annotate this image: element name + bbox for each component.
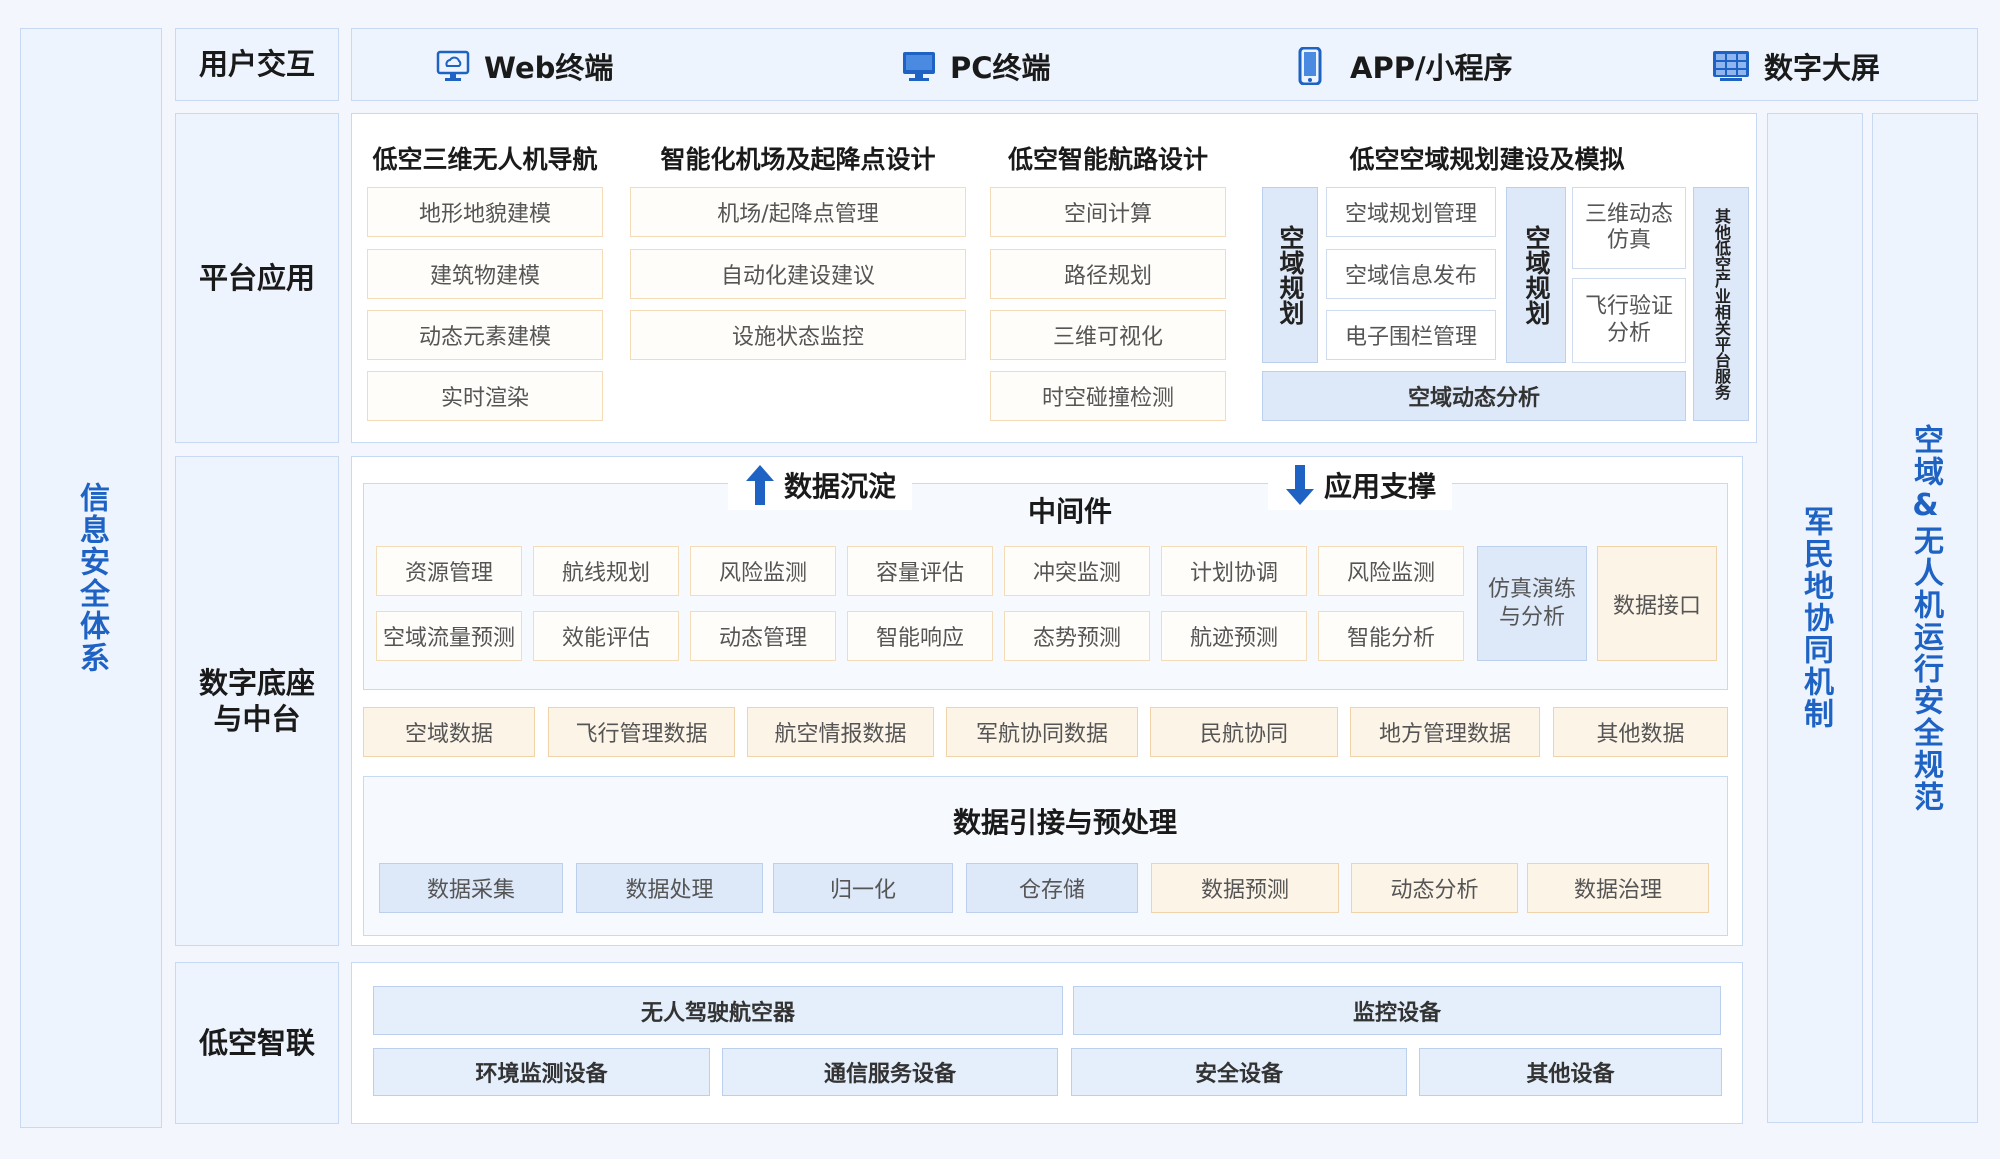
middleware-item[interactable]: 态势预测 <box>1004 611 1150 661</box>
platform-airport-item[interactable]: 设施状态监控 <box>630 310 966 360</box>
terminals-bar: Web终端 PC终端 APP/小程序 数字大屏 <box>351 28 1978 101</box>
middleware-item[interactable]: 计划协调 <box>1161 546 1307 596</box>
airspace-item[interactable]: 电子围栏管理 <box>1326 310 1496 360</box>
ingest-title: 数据引接与预处理 <box>952 806 1177 839</box>
iot-device-item[interactable]: 其他设备 <box>1419 1048 1722 1096</box>
terminal-pc-label: PC终端 <box>950 50 1051 85</box>
middleware-item[interactable]: 风险监测 <box>690 546 836 596</box>
data-source-item[interactable]: 航空情报数据 <box>747 707 934 757</box>
iot-label-box: 低空智联 <box>175 962 339 1124</box>
desktop-icon <box>902 49 936 83</box>
collab-mechanism-column: 军民地协同机制 <box>1767 113 1863 1123</box>
middleware-item[interactable]: 动态管理 <box>690 611 836 661</box>
platform-group-airspace-title: 低空空域规划建设及模拟 <box>1349 145 1625 174</box>
terminal-bigscreen-label: 数字大屏 <box>1764 50 1881 85</box>
middleware-item[interactable]: 效能评估 <box>533 611 679 661</box>
ingest-item[interactable]: 数据采集 <box>379 863 563 913</box>
iot-device-item[interactable]: 无人驾驶航空器 <box>373 986 1063 1035</box>
data-source-item[interactable]: 飞行管理数据 <box>548 707 735 757</box>
iot-device-item[interactable]: 通信服务设备 <box>722 1048 1058 1096</box>
ingest-item[interactable]: 动态分析 <box>1351 863 1518 913</box>
iot-device-item[interactable]: 监控设备 <box>1073 986 1721 1035</box>
platform-route-item[interactable]: 路径规划 <box>990 249 1226 299</box>
data-interface-item[interactable]: 数据接口 <box>1597 546 1717 661</box>
platform-airport-item[interactable]: 自动化建设建议 <box>630 249 966 299</box>
ingest-item[interactable]: 归一化 <box>773 863 953 913</box>
terminal-app[interactable]: APP/小程序 <box>1298 29 1513 102</box>
data-source-item[interactable]: 地方管理数据 <box>1350 707 1540 757</box>
screen-grid-icon <box>1712 50 1750 82</box>
monitor-cloud-icon <box>436 49 470 83</box>
platform-route-item[interactable]: 空间计算 <box>990 187 1226 237</box>
digital-label-box: 数字底座与中台 <box>175 456 339 946</box>
airspace-sim-item[interactable]: 三维动态仿真 <box>1572 187 1686 269</box>
platform-nav-item[interactable]: 动态元素建模 <box>367 310 603 360</box>
data-source-item[interactable]: 民航协同 <box>1150 707 1338 757</box>
other-platform-services[interactable]: 其他低空产业相关平台服务 <box>1693 187 1749 421</box>
platform-nav-item[interactable]: 地形地貌建模 <box>367 187 603 237</box>
iot-device-item[interactable]: 安全设备 <box>1071 1048 1407 1096</box>
security-system-title: 信息安全体系 <box>74 482 109 674</box>
airspace-item[interactable]: 空域信息发布 <box>1326 249 1496 299</box>
arrow-up-icon <box>745 465 774 505</box>
middleware-item[interactable]: 风险监测 <box>1318 546 1464 596</box>
ingest-item[interactable]: 数据处理 <box>576 863 763 913</box>
airspace-side-label-1: 空域规划 <box>1262 187 1318 363</box>
simulation-analysis-item[interactable]: 仿真演练与分析 <box>1477 546 1587 661</box>
terminal-web-label: Web终端 <box>484 50 614 85</box>
platform-route-item[interactable]: 时空碰撞检测 <box>990 371 1226 421</box>
data-source-item[interactable]: 空域数据 <box>363 707 535 757</box>
platform-airport-item[interactable]: 机场/起降点管理 <box>630 187 966 237</box>
ingest-item[interactable]: 数据治理 <box>1527 863 1709 913</box>
middleware-item[interactable]: 航迹预测 <box>1161 611 1307 661</box>
platform-route-item[interactable]: 三维可视化 <box>990 310 1226 360</box>
data-source-item[interactable]: 军航协同数据 <box>946 707 1138 757</box>
terminal-app-label: APP/小程序 <box>1350 50 1513 85</box>
airspace-dynamic-analysis[interactable]: 空域动态分析 <box>1262 371 1686 421</box>
platform-group-route-title: 低空智能航路设计 <box>1007 145 1208 174</box>
terminal-web[interactable]: Web终端 <box>436 29 613 102</box>
platform-nav-item[interactable]: 建筑物建模 <box>367 249 603 299</box>
middleware-item[interactable]: 空域流量预测 <box>376 611 522 661</box>
middleware-item[interactable]: 冲突监测 <box>1004 546 1150 596</box>
middleware-title: 中间件 <box>1027 495 1112 528</box>
iot-label: 低空智联 <box>198 1025 315 1060</box>
terminal-pc[interactable]: PC终端 <box>902 29 1051 102</box>
safety-spec-column: 空域&无人机运行安全规范 <box>1872 113 1978 1123</box>
app-support-label: 应用支撑 <box>1323 470 1436 503</box>
middleware-item[interactable]: 资源管理 <box>376 546 522 596</box>
security-system-column: 信息安全体系 <box>20 28 162 1128</box>
platform-group-nav-title: 低空三维无人机导航 <box>372 145 598 174</box>
data-source-item[interactable]: 其他数据 <box>1553 707 1728 757</box>
platform-nav-item[interactable]: 实时渲染 <box>367 371 603 421</box>
phone-icon <box>1298 46 1322 85</box>
platform-label-box: 平台应用 <box>175 113 339 443</box>
data-sink-tag: 数据沉淀 <box>728 460 912 510</box>
platform-group-airport-title: 智能化机场及起降点设计 <box>660 145 936 174</box>
collab-mechanism-title: 军民地协同机制 <box>1798 506 1833 730</box>
airspace-item[interactable]: 空域规划管理 <box>1326 187 1496 237</box>
ingest-item[interactable]: 数据预测 <box>1151 863 1339 913</box>
iot-device-item[interactable]: 环境监测设备 <box>373 1048 710 1096</box>
arrow-down-icon <box>1285 465 1314 505</box>
middleware-item[interactable]: 智能分析 <box>1318 611 1464 661</box>
middleware-item[interactable]: 智能响应 <box>847 611 993 661</box>
platform-label: 平台应用 <box>198 260 315 295</box>
terminal-bigscreen[interactable]: 数字大屏 <box>1712 29 1880 102</box>
user-layer-label-box: 用户交互 <box>175 28 339 101</box>
ingest-item[interactable]: 仓存储 <box>966 863 1138 913</box>
app-support-tag: 应用支撑 <box>1268 460 1452 510</box>
middleware-item[interactable]: 航线规划 <box>533 546 679 596</box>
digital-label: 数字底座与中台 <box>198 665 315 736</box>
airspace-side-label-2: 空域规划 <box>1506 187 1566 363</box>
middleware-item[interactable]: 容量评估 <box>847 546 993 596</box>
safety-spec-title: 空域&无人机运行安全规范 <box>1908 423 1943 813</box>
data-sink-label: 数据沉淀 <box>783 470 896 503</box>
airspace-verify-item[interactable]: 飞行验证分析 <box>1572 278 1686 363</box>
user-layer-label: 用户交互 <box>198 47 315 82</box>
